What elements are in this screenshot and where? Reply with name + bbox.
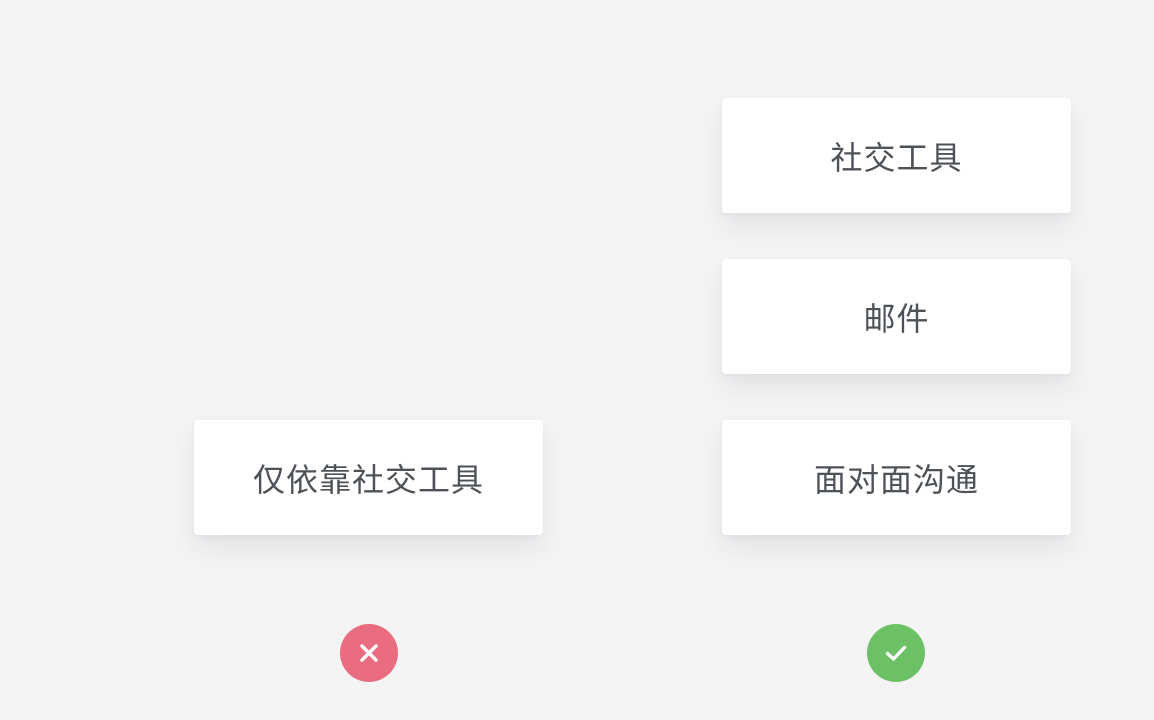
card-label: 社交工具 [830, 138, 963, 177]
card-label: 邮件 [863, 299, 930, 338]
card-social-tools: 社交工具 [722, 98, 1071, 213]
card-label: 面对面沟通 [813, 460, 979, 499]
card-face-to-face: 面对面沟通 [722, 420, 1071, 535]
card-label: 仅依靠社交工具 [252, 460, 484, 499]
correct-badge [867, 624, 925, 682]
check-icon [885, 645, 907, 661]
card-social-tools-only: 仅依靠社交工具 [194, 420, 543, 535]
cross-icon [360, 644, 378, 662]
card-email: 邮件 [722, 259, 1071, 374]
incorrect-badge [340, 624, 398, 682]
